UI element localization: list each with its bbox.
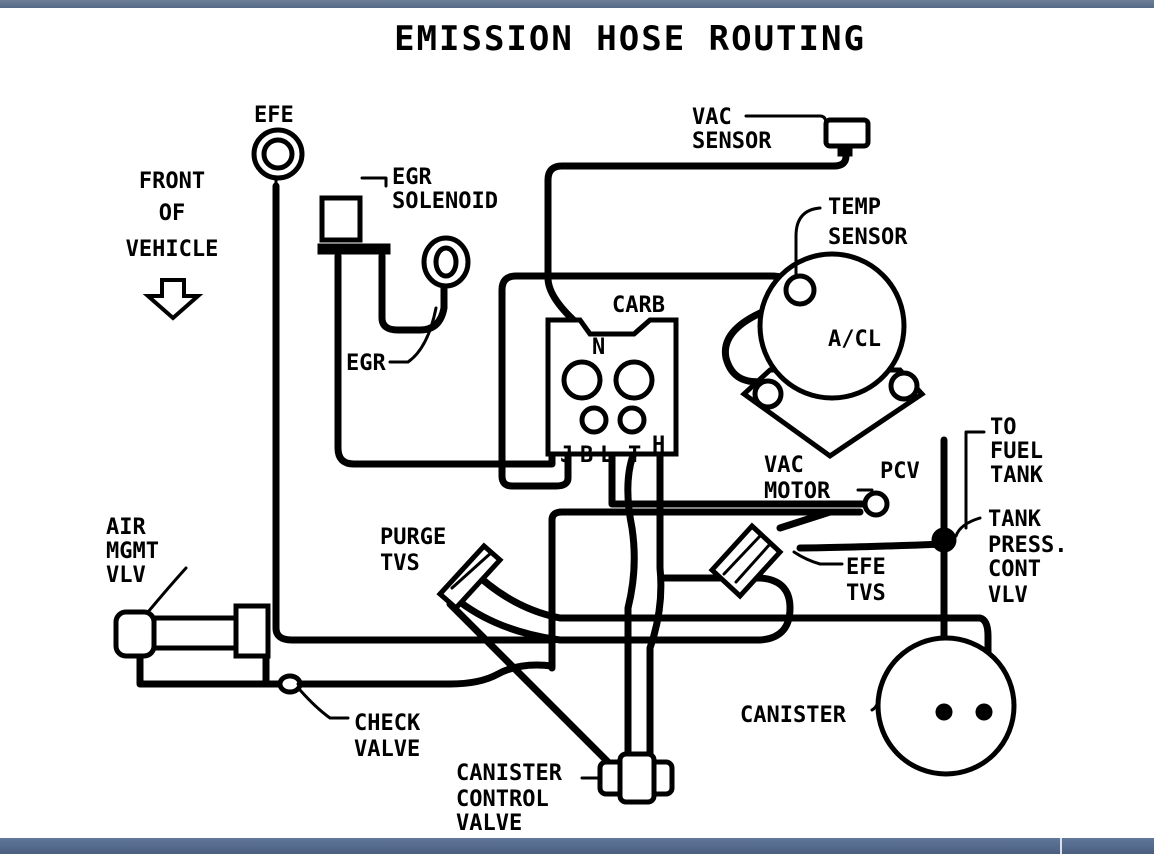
front-of-vehicle-label-2: OF bbox=[159, 201, 186, 226]
vac-motor-label-1: VAC bbox=[764, 453, 804, 478]
purge-tvs-label-1: PURGE bbox=[380, 525, 446, 550]
carb-pcv-hose bbox=[608, 444, 876, 508]
efe-tvs bbox=[708, 522, 784, 600]
check-valve bbox=[277, 673, 324, 695]
tank-press-label-2: PRESS. bbox=[988, 533, 1067, 558]
air-mgmt-label-2: MGMT bbox=[106, 539, 159, 564]
air-cleaner bbox=[740, 251, 926, 460]
vac-motor-label-2: MOTOR bbox=[764, 479, 831, 504]
efe-tvs-label-2: TVS bbox=[846, 581, 886, 606]
window-top-bar bbox=[0, 0, 1154, 8]
canister-control-valve-label-1: CANISTER bbox=[456, 761, 563, 786]
canister-control-valve-label-3: VALVE bbox=[456, 811, 522, 836]
pcv-hose bbox=[776, 508, 834, 532]
diagram-canvas: EMISSION HOSE ROUTING bbox=[0, 8, 1154, 838]
carb-port-l: L bbox=[600, 443, 613, 468]
to-fuel-tank-label-2: FUEL bbox=[990, 439, 1043, 464]
hose-network bbox=[136, 144, 992, 772]
vac-sensor-label-2: SENSOR bbox=[692, 129, 772, 154]
egr-solenoid bbox=[317, 195, 391, 255]
air-mgmt-label-3: VLV bbox=[106, 563, 146, 588]
tank-press-label-3: CONT bbox=[988, 557, 1041, 582]
purge-tvs bbox=[436, 542, 504, 612]
canister-label: CANISTER bbox=[740, 703, 847, 728]
purge-tvs-label-2: TVS bbox=[380, 551, 420, 576]
purge-control-hose bbox=[446, 600, 618, 772]
carb-port-b: B bbox=[580, 443, 593, 468]
egr-solenoid-label-1: EGR bbox=[392, 165, 432, 190]
efe-hose bbox=[272, 182, 556, 644]
vac-sensor bbox=[823, 117, 871, 157]
efe-label: EFE bbox=[254, 103, 294, 128]
carb-port-h: H bbox=[652, 433, 665, 458]
carb-t-hose bbox=[624, 444, 640, 772]
diagram-title: EMISSION HOSE ROUTING bbox=[394, 19, 866, 59]
egr-valve-hose bbox=[378, 252, 448, 334]
egr-solenoid-label-2: SOLENOID bbox=[392, 189, 498, 214]
egr-valve bbox=[421, 235, 471, 289]
check-valve-label-2: VALVE bbox=[354, 737, 420, 762]
carb-port-t: T bbox=[628, 443, 641, 468]
purge-tvs-hose bbox=[466, 564, 992, 712]
window-bottom-bar bbox=[0, 838, 1154, 854]
main-horizontal-hose bbox=[548, 508, 864, 672]
tank-press-label-1: TANK bbox=[988, 507, 1042, 532]
efe-connector bbox=[251, 127, 305, 181]
tank-press-label-4: VLV bbox=[988, 583, 1028, 608]
temp-sensor-label-1: TEMP bbox=[828, 195, 881, 220]
check-valve-label-1: CHECK bbox=[354, 711, 421, 736]
carb-port-j: J bbox=[560, 443, 573, 468]
vac-sensor-hose bbox=[544, 144, 850, 330]
canister bbox=[875, 635, 1017, 777]
temp-sensor-label-2: SENSOR bbox=[828, 225, 908, 250]
tank-pressure-control-valve bbox=[931, 527, 957, 553]
carburetor bbox=[545, 317, 679, 457]
leader-lines bbox=[146, 114, 986, 780]
acl-vac-hose bbox=[721, 304, 776, 386]
canister-control-valve-label-2: CONTROL bbox=[456, 787, 549, 812]
vac-sensor-label-1: VAC bbox=[692, 105, 732, 130]
acl-label: A/CL bbox=[828, 327, 881, 352]
to-fuel-tank-label-1: TO bbox=[990, 415, 1017, 440]
egr-label: EGR bbox=[346, 351, 386, 376]
air-management-valve bbox=[113, 603, 271, 659]
purge-tvs-hose-2 bbox=[456, 574, 794, 644]
egr-solenoid-hose bbox=[334, 252, 556, 468]
carb-port-n: N bbox=[592, 335, 605, 360]
air-mgmt-label-1: AIR bbox=[106, 515, 146, 540]
to-fuel-tank-label-3: TANK bbox=[990, 463, 1044, 488]
carb-label: CARB bbox=[612, 293, 665, 318]
efe-tvs-label-1: EFE bbox=[846, 555, 886, 580]
air-mgmt-hose bbox=[136, 652, 556, 688]
carb-h-hose bbox=[646, 444, 665, 772]
canister-control-valve bbox=[597, 751, 675, 805]
pcv-valve bbox=[862, 490, 890, 518]
efe-tvs-hose bbox=[796, 540, 950, 552]
front-of-vehicle-label-1: FRONT bbox=[139, 169, 205, 194]
front-of-vehicle-arrow-icon bbox=[142, 278, 204, 321]
emission-hose-diagram: EMISSION HOSE ROUTING bbox=[106, 19, 1067, 836]
bottom-bar-divider bbox=[1060, 838, 1062, 854]
pcv-label: PCV bbox=[880, 459, 920, 484]
front-of-vehicle-label-3: VEHICLE bbox=[126, 237, 219, 262]
